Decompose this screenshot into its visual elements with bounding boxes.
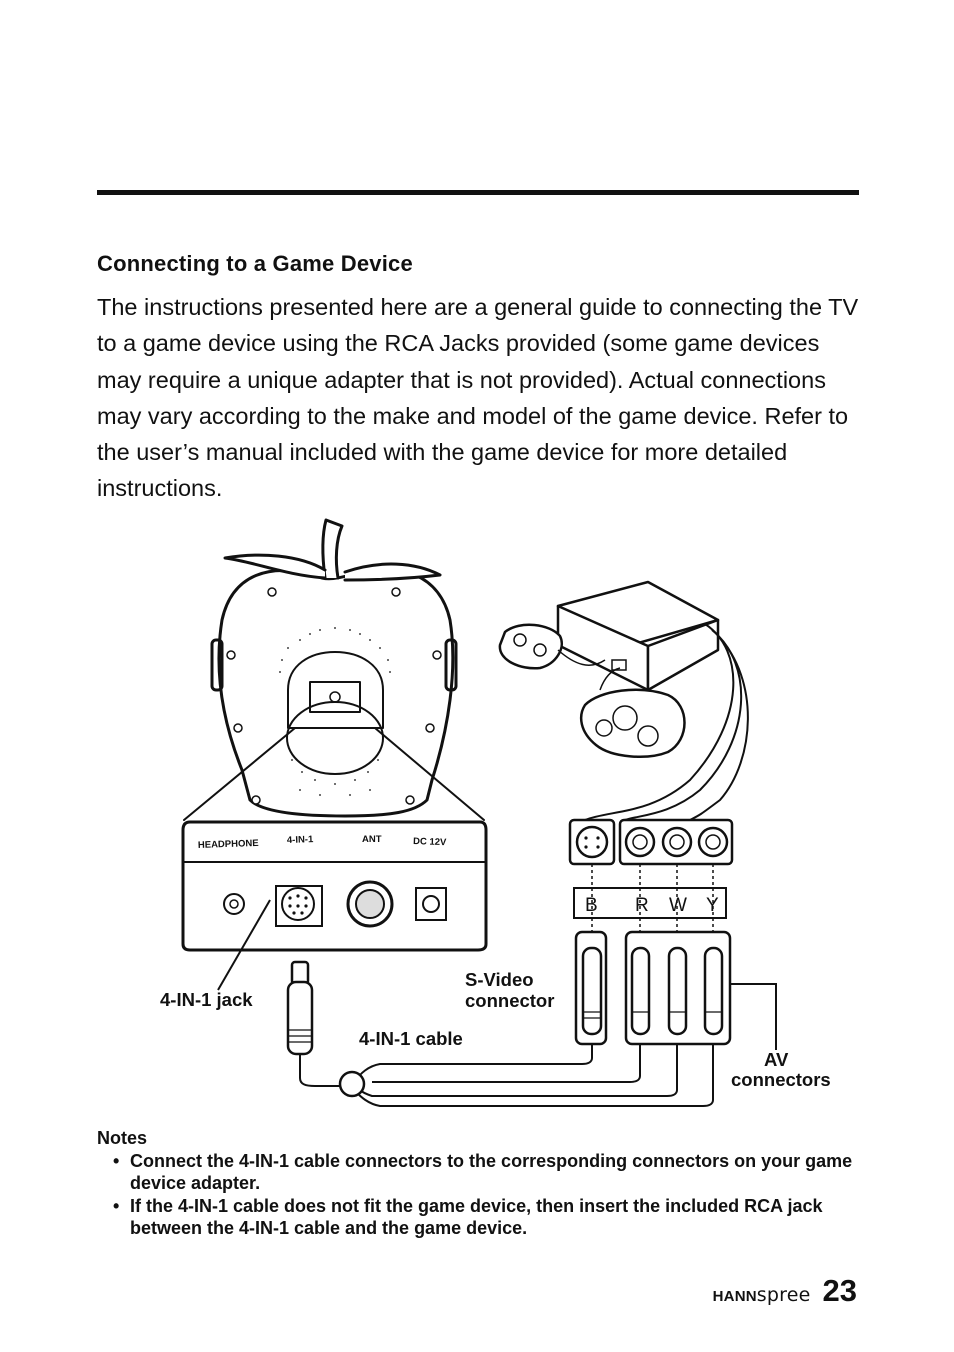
- panel-label-4in1: 4-IN-1: [287, 834, 314, 846]
- av-plug-r: [630, 946, 651, 1036]
- 4in1-jack-port: [275, 885, 323, 927]
- brand-logo: HANNspree: [712, 1284, 811, 1306]
- tv-stem: [321, 518, 344, 580]
- controller-bottom: [579, 688, 686, 758]
- tv-side-handle-left: [210, 638, 224, 692]
- controller-top: [498, 623, 563, 670]
- console-cable-c: [689, 635, 749, 821]
- cable-w: [359, 1044, 678, 1097]
- note-item: Connect the 4-IN-1 cable connectors to t…: [97, 1150, 877, 1195]
- console-cable-a: [584, 623, 735, 821]
- zoom-line-left: [183, 727, 296, 821]
- letter-b: B: [585, 895, 598, 916]
- ant-port: [346, 880, 394, 928]
- letter-w: W: [669, 895, 687, 916]
- controller-cable-2: [599, 667, 621, 691]
- headphone-jack: [223, 893, 245, 915]
- dc-port: [415, 887, 447, 921]
- cable-y: [355, 1044, 714, 1107]
- av-callout-line: [730, 983, 777, 1050]
- controller-cable-1: [557, 649, 606, 666]
- game-console-side: [646, 618, 720, 692]
- tv-leaf-left: [223, 553, 327, 580]
- label-4in1-jack: 4-IN-1 jack: [160, 989, 253, 1010]
- cable-svideo: [355, 1044, 593, 1081]
- tv-leaf-right: [343, 562, 442, 582]
- svideo-plug: [581, 946, 603, 1036]
- av-plug-w: [667, 946, 688, 1036]
- tv-side-handle-right: [444, 638, 458, 692]
- console-port: [611, 659, 627, 671]
- tv-rear-label: [309, 681, 361, 713]
- speaker-dots: [279, 627, 391, 796]
- notes-list: Connect the 4-IN-1 cable connectors to t…: [97, 1150, 877, 1240]
- note-item: If the 4-IN-1 cable does not fit the gam…: [97, 1195, 877, 1240]
- label-svideo-2: connector: [465, 990, 554, 1011]
- label-av-2: connectors: [731, 1069, 831, 1090]
- zoom-line-right: [374, 727, 485, 821]
- letter-y: Y: [706, 895, 719, 916]
- 4in1-plug-tip: [290, 960, 310, 986]
- header-rule: [97, 190, 859, 195]
- tv-rear-window: [287, 651, 384, 729]
- cable-splitter: [338, 1070, 366, 1098]
- notes-title: Notes: [97, 1128, 148, 1148]
- letter-strip: [573, 887, 727, 919]
- connector-panel: [181, 820, 488, 952]
- section-heading: Connecting to a Game Device: [97, 251, 413, 276]
- label-av-1: AV: [764, 1049, 789, 1070]
- page-footer: HANNspree 23: [713, 1273, 857, 1309]
- jack-callout-line: [217, 899, 271, 991]
- label-4in1-cable: 4-IN-1 cable: [359, 1028, 463, 1049]
- page-number: 23: [822, 1273, 857, 1308]
- 4in1-plug: [286, 980, 314, 1056]
- connection-diagram: HEADPHONE 4-IN-1 ANT DC 12V: [160, 518, 831, 1107]
- av-plug-y: [703, 946, 724, 1036]
- panel-label-headphone: HEADPHONE: [198, 838, 259, 851]
- panel-label-dc: DC 12V: [413, 836, 447, 848]
- label-svideo-1: S-Video: [465, 969, 534, 990]
- intro-paragraph: The instructions presented here are a ge…: [97, 294, 859, 502]
- panel-label-ant: ANT: [362, 834, 382, 845]
- cable-r: [372, 1044, 641, 1083]
- notes-section: Notes Connect the 4-IN-1 cable connector…: [97, 1127, 877, 1240]
- cable-4in1-trunk: [299, 1054, 340, 1087]
- letter-r: R: [635, 895, 649, 916]
